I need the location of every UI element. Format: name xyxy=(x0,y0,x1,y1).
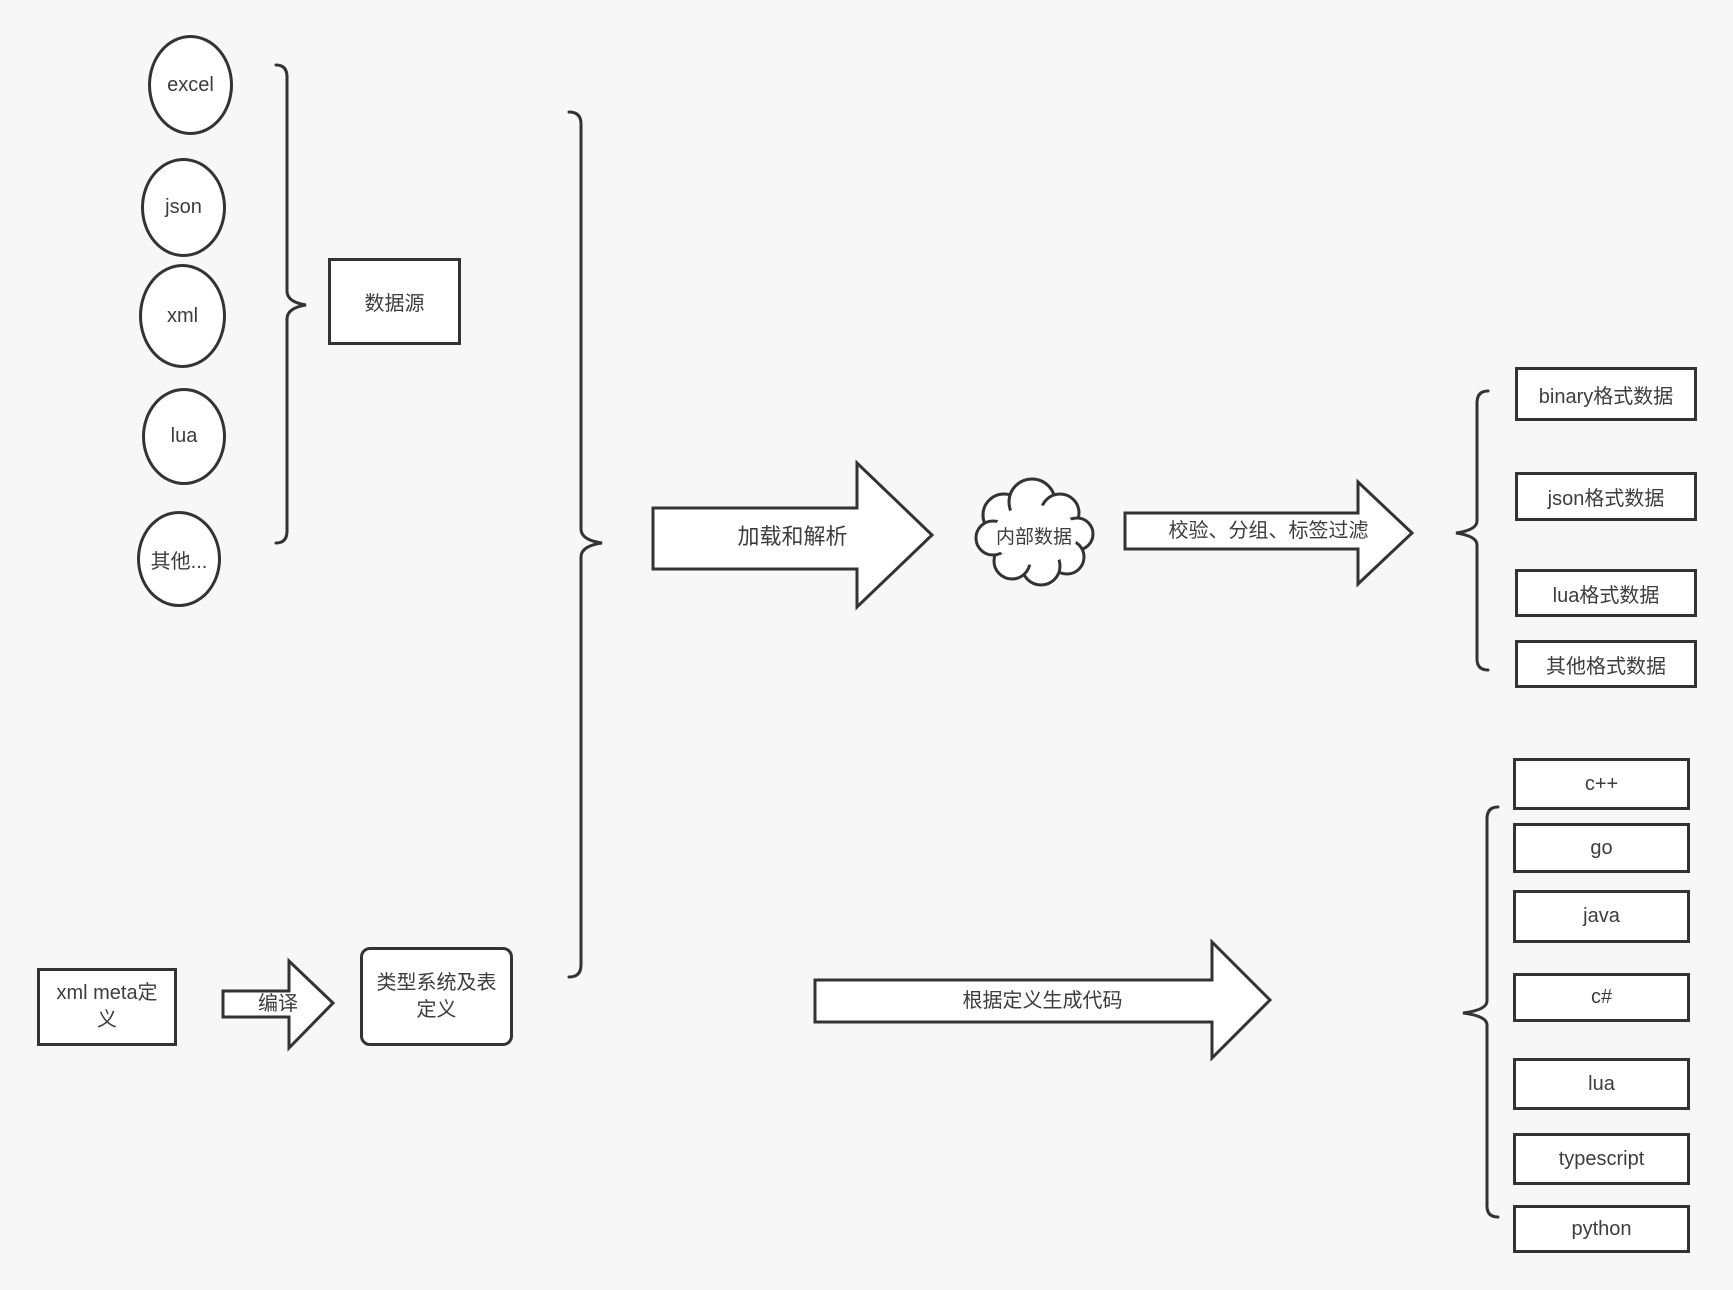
process-arrow-label: 校验、分组、标签过滤 xyxy=(1168,520,1369,542)
internal-data-cloud-label: 内部数据 xyxy=(995,526,1072,548)
language-box-java: java xyxy=(1513,890,1690,943)
source-node-other: 其他... xyxy=(137,511,221,607)
output-box-other: 其他格式数据 xyxy=(1515,640,1697,688)
arrow-process-icon xyxy=(1123,478,1415,588)
arrow-load-parse-icon xyxy=(651,459,935,611)
source-node-lua: lua xyxy=(142,388,226,485)
output-box-binary: binary格式数据 xyxy=(1515,367,1697,421)
compile-arrow-label: 编译 xyxy=(258,993,298,1015)
output-box-json: json格式数据 xyxy=(1515,472,1697,521)
language-box-go: go xyxy=(1513,823,1690,873)
language-box-csharp: c# xyxy=(1513,973,1690,1022)
arrow-codegen-icon xyxy=(813,938,1273,1062)
brace-sources-icon xyxy=(274,63,307,545)
brace-outputs-icon xyxy=(1455,389,1490,672)
brace-languages-icon xyxy=(1462,805,1500,1219)
source-node-xml: xml xyxy=(139,264,226,368)
source-node-excel: excel xyxy=(148,35,233,135)
codegen-arrow-label: 根据定义生成代码 xyxy=(962,989,1123,1012)
source-node-json: json xyxy=(141,158,226,257)
load-parse-arrow-label: 加载和解析 xyxy=(737,523,848,549)
language-box-python: python xyxy=(1513,1205,1690,1253)
cloud-internal-data-icon xyxy=(974,477,1095,587)
arrow-compile-icon xyxy=(221,957,336,1052)
type-system-box: 类型系统及表定义 xyxy=(360,947,513,1046)
language-box-lua: lua xyxy=(1513,1058,1690,1110)
brace-main-icon xyxy=(567,110,603,979)
datasource-group-box: 数据源 xyxy=(328,258,461,345)
language-box-cpp: c++ xyxy=(1513,758,1690,810)
xml-meta-box: xml meta定义 xyxy=(37,968,177,1046)
output-box-lua: lua格式数据 xyxy=(1515,569,1697,617)
language-box-typescript: typescript xyxy=(1513,1133,1690,1185)
